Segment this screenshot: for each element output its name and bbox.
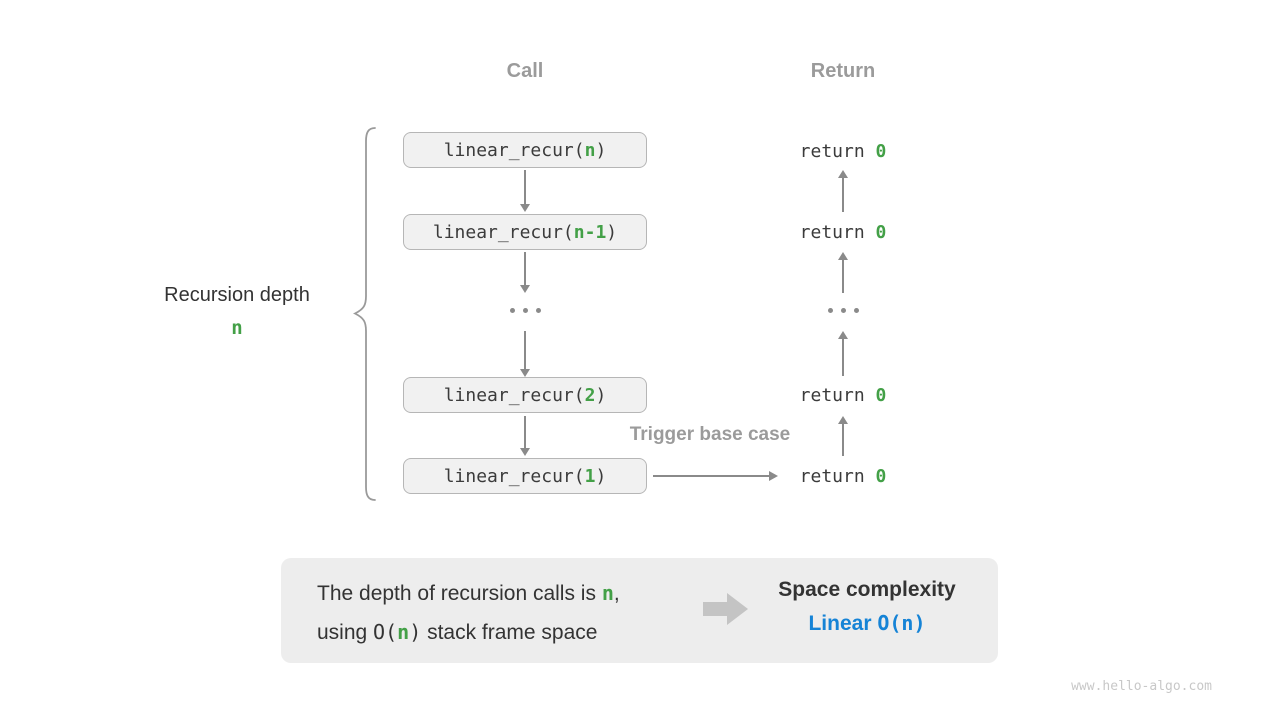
summary-line1-post: ,: [613, 582, 620, 605]
summary-box: The depth of recursion calls is n,using …: [281, 558, 998, 663]
return-keyword: return: [799, 384, 876, 406]
return-statement: return 0: [763, 383, 923, 407]
return-value: 0: [875, 140, 887, 162]
call-box-linear-recur-2: linear_recur(2): [403, 377, 647, 413]
summary-text: The depth of recursion calls is n,using …: [317, 574, 620, 652]
block-arrow-right-icon: [703, 593, 748, 625]
complexity-label: Linear: [808, 612, 878, 635]
return-keyword: return: [799, 140, 876, 162]
summary-line1-pre: The depth of recursion calls is: [317, 582, 602, 605]
curly-brace-icon: [352, 127, 376, 501]
return-statement: return 0: [763, 139, 923, 163]
return-keyword: return: [799, 465, 876, 487]
space-complexity-title: Space complexity: [778, 578, 956, 601]
ellipsis-dots-icon: [823, 308, 863, 313]
return-statement: return 0: [763, 220, 923, 244]
complexity-close: ): [913, 611, 926, 635]
code-text: linear_recur(: [443, 384, 585, 406]
base-case-arrow-right-icon: [653, 471, 778, 481]
return-value: 0: [875, 221, 887, 243]
code-text: ): [606, 221, 618, 243]
return-value: 0: [875, 465, 887, 487]
return-arrow-up-icon: [838, 331, 848, 376]
summary-line1-n: n: [601, 581, 614, 605]
code-arg: 2: [584, 384, 596, 406]
space-complexity-block: Space complexity Linear O(n): [762, 578, 972, 636]
call-box-linear-recur-n-1: linear_recur(n-1): [403, 214, 647, 250]
space-complexity-value: Linear O(n): [762, 611, 972, 636]
code-text: ): [595, 139, 607, 161]
complexity-n: n: [901, 611, 914, 635]
complexity-open: O(: [877, 611, 902, 635]
return-arrow-up-icon: [838, 416, 848, 456]
code-arg: 1: [584, 465, 596, 487]
call-box-linear-recur-1: linear_recur(1): [403, 458, 647, 494]
recursion-depth-title: Recursion depth: [164, 284, 310, 306]
return-keyword: return: [799, 221, 876, 243]
code-text: linear_recur(: [432, 221, 574, 243]
return-column-header: Return: [810, 60, 876, 82]
call-column-header: Call: [506, 60, 544, 82]
call-arrow-down-icon: [520, 252, 530, 293]
summary-line2-close: ): [409, 620, 422, 644]
watermark: www.hello-algo.com: [1071, 679, 1212, 694]
summary-line2-open: O(: [373, 620, 398, 644]
code-arg: n-1: [573, 221, 607, 243]
return-arrow-up-icon: [838, 170, 848, 212]
summary-line2-pre: using: [317, 621, 374, 644]
recursion-depth-label: Recursion depth n: [128, 284, 346, 339]
code-arg: n: [584, 139, 596, 161]
call-arrow-down-icon: [520, 416, 530, 456]
trigger-base-case-label: Trigger base case: [629, 424, 791, 445]
code-text: linear_recur(: [443, 139, 585, 161]
call-arrow-down-icon: [520, 170, 530, 212]
code-text: ): [595, 465, 607, 487]
recursion-depth-value: n: [231, 317, 243, 339]
code-text: linear_recur(: [443, 465, 585, 487]
code-text: ): [595, 384, 607, 406]
return-value: 0: [875, 384, 887, 406]
ellipsis-dots-icon: [505, 308, 545, 313]
summary-line2-n: n: [397, 620, 410, 644]
call-arrow-down-icon: [520, 331, 530, 377]
return-statement: return 0: [763, 464, 923, 488]
return-arrow-up-icon: [838, 252, 848, 293]
call-box-linear-recur-n: linear_recur(n): [403, 132, 647, 168]
summary-line2-post: stack frame space: [421, 621, 598, 644]
